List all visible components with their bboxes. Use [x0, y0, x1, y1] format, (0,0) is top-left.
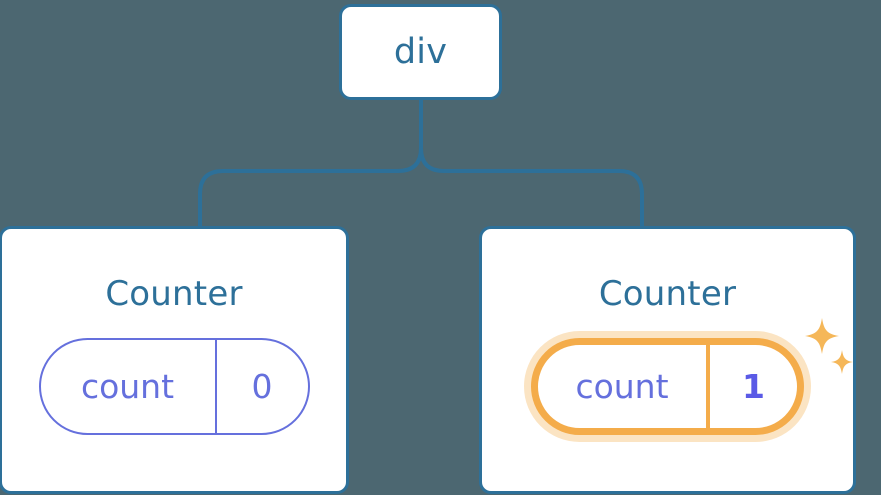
- sparkle-icon: [805, 318, 839, 354]
- state-pill-left[interactable]: count 0: [38, 338, 310, 435]
- state-key-left: count: [41, 340, 217, 433]
- state-value-right: 1: [742, 367, 765, 406]
- connector-stem-and-split: [419, 98, 644, 230]
- node-counter-left[interactable]: Counter count 0: [0, 226, 349, 494]
- connector-left-branch: [198, 146, 423, 230]
- state-value-left: 0: [251, 367, 273, 406]
- sparkle-small-icon: [831, 350, 853, 374]
- state-key-right: count: [538, 345, 710, 428]
- state-pill-wrapper-left: count 0: [38, 338, 310, 435]
- counter-title-left: Counter: [105, 274, 243, 314]
- counter-title-right: Counter: [598, 274, 737, 314]
- node-root-div[interactable]: div: [339, 4, 502, 100]
- state-pill-right[interactable]: count 1: [531, 338, 804, 435]
- state-pill-wrapper-right: count 1: [531, 318, 853, 435]
- root-node-label: div: [393, 31, 448, 72]
- sparkle-group: [805, 318, 853, 374]
- node-counter-right[interactable]: Counter count 1: [479, 226, 856, 494]
